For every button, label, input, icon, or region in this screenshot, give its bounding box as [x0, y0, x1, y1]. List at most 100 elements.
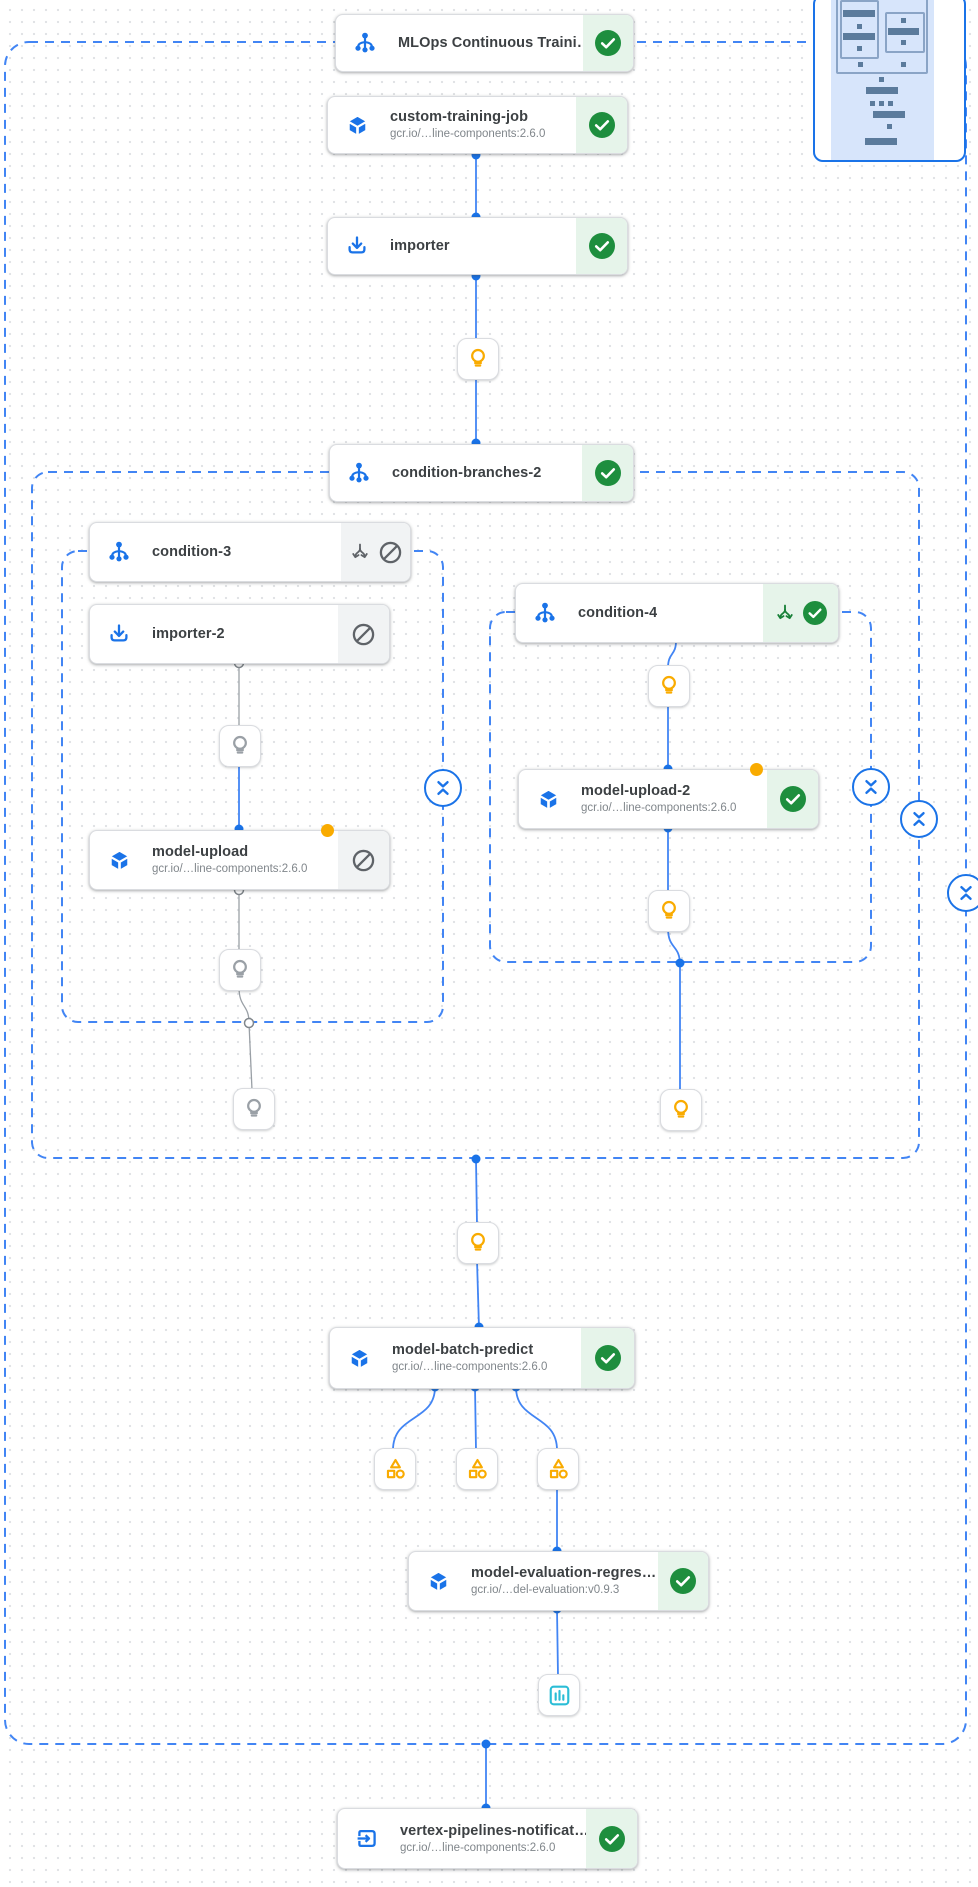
- check-icon: [588, 233, 615, 259]
- status-succeeded: [767, 770, 818, 828]
- artifact-lightbulb-icon[interactable]: [660, 1089, 702, 1131]
- check-icon: [594, 460, 621, 486]
- amber-dot-badge: [321, 824, 334, 837]
- node-subtitle: gcr.io/…line-components:2.6.0: [581, 802, 737, 815]
- node-model-upload-2[interactable]: model-upload-2 gcr.io/…line-components:2…: [518, 769, 819, 829]
- node-model-batch-predict[interactable]: model-batch-predict gcr.io/…line-compone…: [329, 1327, 635, 1389]
- artifact-metrics-icon[interactable]: [456, 1448, 498, 1490]
- node-title: model-evaluation-regres…: [471, 1565, 657, 1582]
- node-title: importer-2: [152, 625, 225, 642]
- check-icon: [598, 1825, 625, 1852]
- minimap-node: [865, 138, 897, 145]
- branch-split-icon: [349, 541, 371, 563]
- node-subtitle: gcr.io/…line-components:2.6.0: [390, 128, 546, 141]
- node-mlops-continuous-training[interactable]: MLOps Continuous Traini…: [335, 14, 634, 72]
- minimap-artifact: [879, 77, 884, 82]
- collapse-condition-4-button[interactable]: [852, 768, 890, 806]
- node-body: model-batch-predict gcr.io/…line-compone…: [330, 1328, 581, 1388]
- minimap-artifact: [858, 62, 863, 67]
- check-icon: [595, 30, 621, 56]
- collapse-condition-branches-2-button[interactable]: [900, 800, 938, 838]
- artifact-lightbulb-icon[interactable]: [648, 890, 690, 932]
- node-body: vertex-pipelines-notificat… gcr.io/…line…: [338, 1809, 586, 1868]
- cube-icon: [107, 848, 131, 872]
- status-succeeded: [582, 445, 633, 501]
- minimap-artifact: [901, 18, 906, 23]
- status-succeeded: [583, 15, 633, 71]
- node-subtitle: gcr.io/…del-evaluation:v0.9.3: [471, 1584, 620, 1597]
- node-vertex-pipelines-notification[interactable]: vertex-pipelines-notificat… gcr.io/…line…: [337, 1808, 638, 1869]
- node-title: vertex-pipelines-notificat…: [400, 1822, 586, 1839]
- pipeline-icon: [107, 540, 131, 564]
- minimap-node: [843, 10, 875, 17]
- minimap-node: [843, 33, 875, 40]
- cube-icon: [347, 1346, 371, 1370]
- branch-split-icon: [774, 602, 796, 624]
- collapse-condition-3-button[interactable]: [424, 769, 462, 807]
- minimap-node: [873, 111, 905, 118]
- check-icon: [588, 112, 615, 138]
- check-icon: [803, 601, 827, 625]
- artifact-lightbulb-icon[interactable]: [648, 665, 690, 707]
- minimap-artifact: [901, 62, 906, 67]
- cube-icon: [426, 1569, 450, 1593]
- pipeline-icon: [347, 461, 371, 485]
- status-succeeded: [658, 1552, 708, 1610]
- node-subtitle: gcr.io/…line-components:2.6.0: [400, 1841, 556, 1854]
- node-importer[interactable]: importer: [327, 217, 628, 275]
- node-condition-4[interactable]: condition-4: [515, 583, 839, 643]
- cube-icon: [536, 787, 560, 811]
- minimap-artifact: [857, 46, 862, 51]
- artifact-lightbulb-icon[interactable]: [219, 725, 261, 767]
- minimap-artifact: [870, 101, 875, 106]
- check-icon: [670, 1568, 696, 1594]
- node-body: model-upload gcr.io/…line-components:2.6…: [90, 831, 338, 889]
- minimap-artifact: [887, 124, 892, 129]
- node-title: model-upload-2: [581, 783, 691, 800]
- status-succeeded: [576, 97, 627, 153]
- node-importer-2[interactable]: importer-2: [89, 604, 390, 664]
- check-icon: [594, 1345, 621, 1371]
- cube-icon: [345, 113, 369, 137]
- node-title: condition-branches-2: [392, 464, 542, 481]
- status-succeeded: [763, 584, 838, 642]
- node-model-evaluation-regression[interactable]: model-evaluation-regres… gcr.io/…del-eva…: [408, 1551, 709, 1611]
- node-condition-3[interactable]: condition-3: [89, 522, 411, 582]
- minimap-group-box: [885, 12, 925, 53]
- artifact-metrics-icon[interactable]: [374, 1448, 416, 1490]
- node-custom-training-job[interactable]: custom-training-job gcr.io/…line-compone…: [327, 96, 628, 154]
- minimap-node: [866, 87, 898, 94]
- node-body: condition-branches-2: [330, 445, 582, 501]
- node-title: custom-training-job: [390, 109, 529, 126]
- artifact-chart-icon[interactable]: [538, 1674, 580, 1716]
- node-condition-branches-2[interactable]: condition-branches-2: [329, 444, 634, 502]
- minimap[interactable]: [813, 0, 966, 162]
- node-title: model-upload: [152, 844, 249, 861]
- artifact-lightbulb-icon[interactable]: [219, 949, 261, 991]
- minimap-artifact: [879, 101, 884, 106]
- node-subtitle: gcr.io/…line-components:2.6.0: [152, 863, 308, 876]
- pipeline-icon: [353, 31, 377, 55]
- artifact-lightbulb-icon[interactable]: [457, 338, 499, 380]
- node-title: MLOps Continuous Traini…: [398, 34, 583, 51]
- status-succeeded: [576, 218, 627, 274]
- status-skipped: [338, 831, 389, 889]
- minimap-node: [888, 28, 919, 35]
- node-body: model-upload-2 gcr.io/…line-components:2…: [519, 770, 767, 828]
- check-icon: [779, 786, 806, 812]
- skipped-icon: [351, 848, 376, 873]
- artifact-lightbulb-icon[interactable]: [233, 1088, 275, 1130]
- artifact-metrics-icon[interactable]: [537, 1448, 579, 1490]
- node-model-upload[interactable]: model-upload gcr.io/…line-components:2.6…: [89, 830, 390, 890]
- node-body: condition-3: [90, 523, 341, 581]
- node-title: model-batch-predict: [392, 1342, 534, 1359]
- node-subtitle: gcr.io/…line-components:2.6.0: [392, 1361, 548, 1374]
- exit-icon: [355, 1827, 379, 1851]
- node-body: model-evaluation-regres… gcr.io/…del-eva…: [409, 1552, 658, 1610]
- status-succeeded: [586, 1809, 637, 1868]
- skipped-icon: [351, 622, 376, 647]
- collapse-root-pipeline-button[interactable]: [947, 874, 978, 912]
- status-skipped: [338, 605, 389, 663]
- artifact-lightbulb-icon[interactable]: [457, 1222, 499, 1264]
